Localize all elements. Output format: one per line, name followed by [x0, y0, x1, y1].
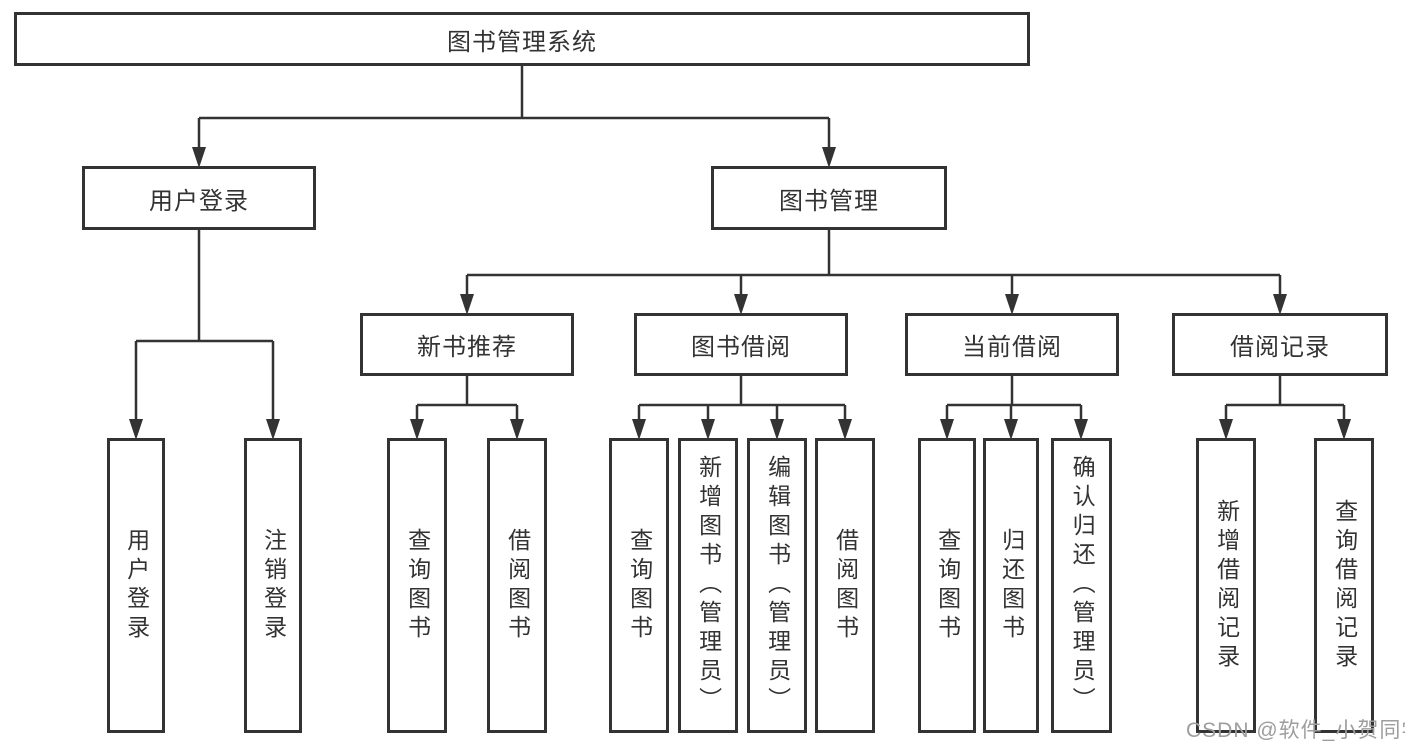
node-new-book-recommendation: 新书推荐: [360, 313, 574, 376]
node-label: 图书管理系统: [447, 28, 597, 56]
node-label: 新增借阅记录: [1213, 498, 1240, 673]
node-root-library-management-system: 图书管理系统: [14, 12, 1030, 66]
node-label: 查询图书: [934, 527, 961, 644]
node-label: 注销登录: [260, 527, 287, 644]
node-leaf-add-borrow-record: 新增借阅记录: [1196, 438, 1256, 733]
node-label: 查询借阅记录: [1331, 498, 1358, 673]
node-borrowing-records: 借阅记录: [1172, 313, 1388, 376]
node-leaf-logout: 注销登录: [244, 438, 302, 733]
node-current-borrowing: 当前借阅: [905, 313, 1119, 376]
node-leaf-query-books-borrow: 查询图书: [609, 438, 669, 733]
node-user-login: 用户登录: [82, 166, 316, 230]
node-label: 归还图书: [998, 527, 1025, 644]
node-label: 图书管理: [779, 187, 879, 215]
node-label: 借阅图书: [504, 527, 531, 644]
csdn-watermark: CSDN @软件_小贺同学: [1186, 719, 1405, 742]
node-label: 图书借阅: [691, 334, 791, 361]
node-leaf-query-books-recommend: 查询图书: [387, 438, 447, 733]
node-label: 编辑图书（管理员）: [764, 455, 791, 716]
node-leaf-confirm-return-admin: 确认归还（管理员）: [1051, 438, 1112, 733]
node-leaf-borrow-books: 借阅图书: [815, 438, 875, 733]
node-label: 借阅记录: [1230, 334, 1330, 361]
node-label: 查询图书: [626, 527, 653, 644]
node-label: 用户登录: [149, 187, 249, 215]
node-book-management: 图书管理: [711, 166, 947, 230]
node-leaf-user-login: 用户登录: [107, 438, 165, 733]
node-leaf-query-borrow-record: 查询借阅记录: [1314, 438, 1374, 733]
node-label: 确认归还（管理员）: [1069, 455, 1096, 716]
node-label: 借阅图书: [832, 527, 859, 644]
node-book-borrowing: 图书借阅: [634, 313, 848, 376]
node-label: 新增图书（管理员）: [695, 455, 722, 716]
node-leaf-borrow-books-recommend: 借阅图书: [487, 438, 547, 733]
node-label: 用户登录: [123, 527, 150, 644]
node-label: 新书推荐: [417, 334, 517, 361]
node-leaf-edit-books-admin: 编辑图书（管理员）: [747, 438, 807, 733]
node-label: 查询图书: [404, 527, 431, 644]
node-leaf-query-books-current: 查询图书: [918, 438, 976, 733]
node-leaf-return-books: 归还图书: [983, 438, 1039, 733]
node-leaf-add-books-admin: 新增图书（管理员）: [678, 438, 738, 733]
node-label: 当前借阅: [962, 334, 1062, 361]
